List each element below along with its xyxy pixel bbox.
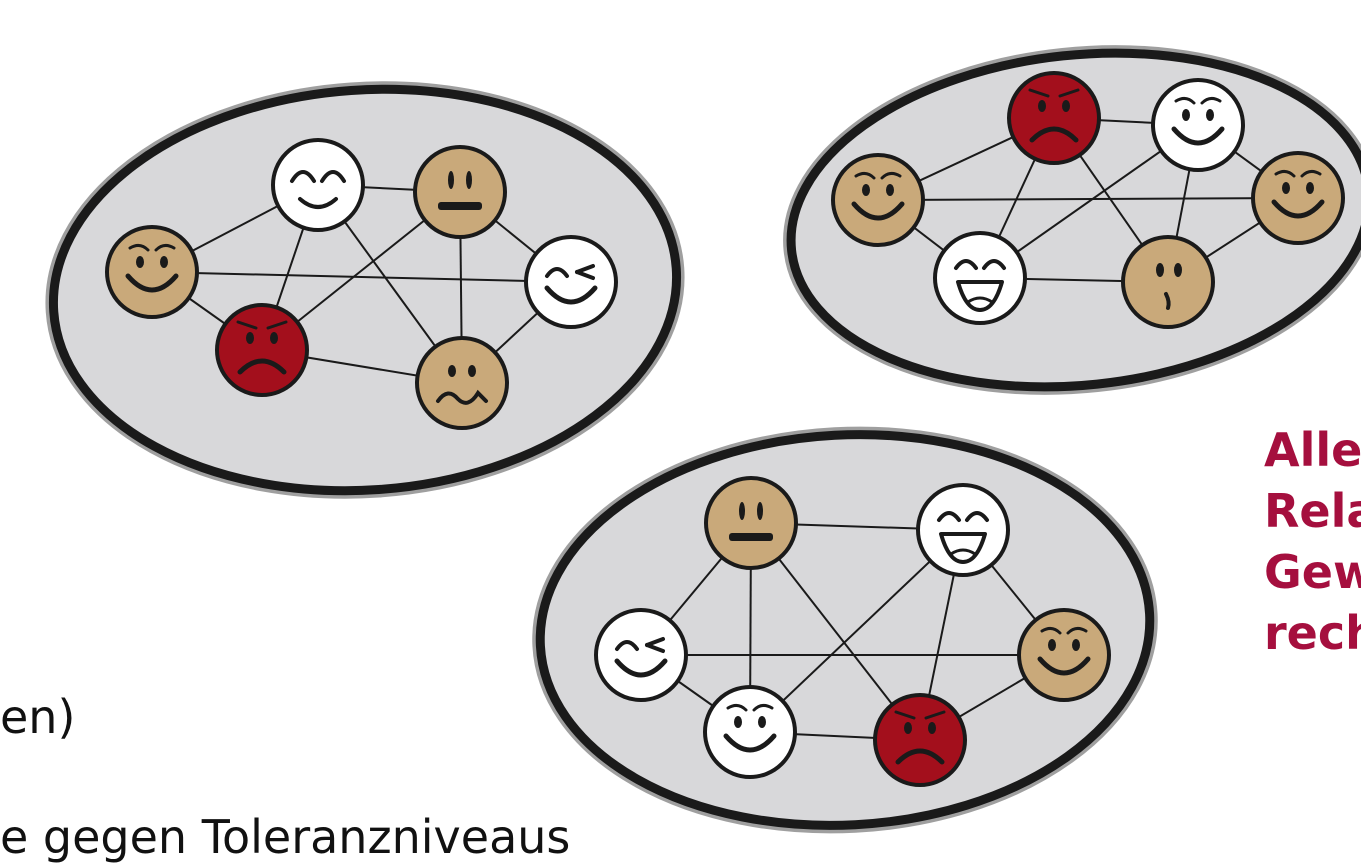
white-happy-face <box>1153 80 1243 170</box>
right-caption-line: Rela <box>1264 481 1361 542</box>
right-caption-line: Alle <box>1264 420 1361 481</box>
tan-happy-face <box>1253 153 1343 243</box>
network-illustration <box>0 0 1361 842</box>
group-bottom <box>524 413 1166 842</box>
white-laughing-face <box>918 485 1008 575</box>
white-laughing-face <box>935 233 1025 323</box>
tan-unsure-face <box>1123 237 1213 327</box>
group-top-left <box>33 62 696 517</box>
red-sad-face <box>1009 73 1099 163</box>
group-top-right <box>768 19 1361 421</box>
tan-happy-face <box>1019 610 1109 700</box>
left-text-fragment-1: en) <box>0 690 75 744</box>
white-happy-face <box>705 687 795 777</box>
right-caption-line: rech <box>1264 603 1361 664</box>
white-wink-face <box>596 610 686 700</box>
tan-worried-face <box>417 338 507 428</box>
tan-happy-face <box>107 227 197 317</box>
right-caption: Alle Rela Gew rech <box>1264 420 1361 664</box>
tan-neutral-face <box>706 478 796 568</box>
red-sad-face <box>217 305 307 395</box>
left-text-fragment-2: e gegen Toleranzniveaus <box>0 810 570 864</box>
white-wink-face <box>526 237 616 327</box>
right-caption-line: Gew <box>1264 542 1361 603</box>
tan-happy-face <box>833 155 923 245</box>
white-content-face <box>273 140 363 230</box>
red-sad-face <box>875 695 965 785</box>
tan-neutral-face <box>415 147 505 237</box>
